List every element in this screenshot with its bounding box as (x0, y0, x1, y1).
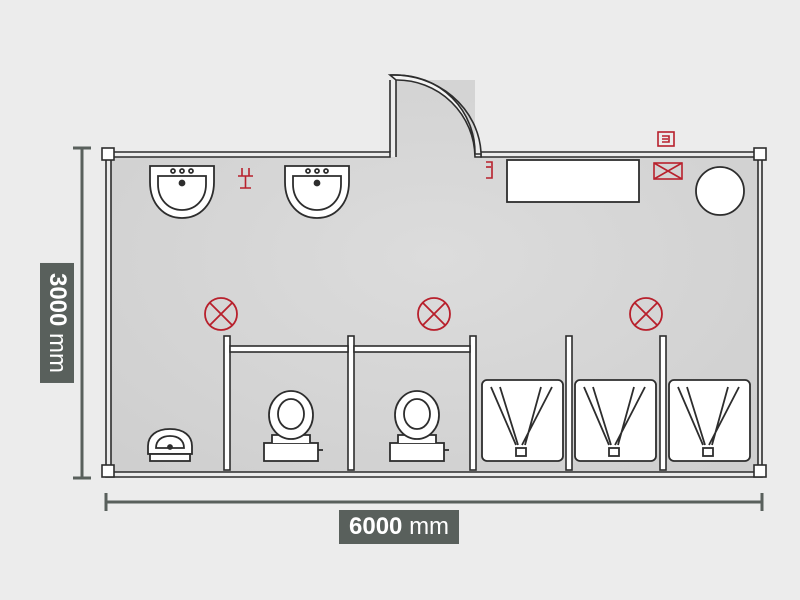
sink-2 (284, 165, 350, 219)
heater-icon (653, 162, 683, 180)
power-outlet-icon (238, 168, 253, 189)
width-dimension-line (104, 493, 764, 511)
ceiling-light-3 (629, 297, 663, 331)
height-dimension-label: 3000 mm (40, 262, 74, 384)
entrance-door (387, 74, 482, 158)
ceiling-light-2 (417, 297, 451, 331)
distribution-box-icon (657, 131, 675, 147)
width-dimension-label: 6000 mm (339, 510, 460, 544)
toilet-cubicles (223, 335, 477, 471)
shower-2 (574, 379, 657, 462)
ceiling-light-1 (204, 297, 238, 331)
hand-dryer-icon (486, 161, 493, 179)
toilet-1 (263, 390, 323, 462)
counter (506, 159, 640, 203)
water-tank (695, 166, 745, 216)
wall-corner-brackets (101, 147, 767, 478)
shower-partitions (565, 335, 667, 471)
toilet-2 (389, 390, 449, 462)
urinal (147, 428, 193, 462)
shower-1 (481, 379, 564, 462)
sink-1 (149, 165, 215, 219)
height-dimension-line (73, 146, 91, 480)
shower-3 (668, 379, 751, 462)
